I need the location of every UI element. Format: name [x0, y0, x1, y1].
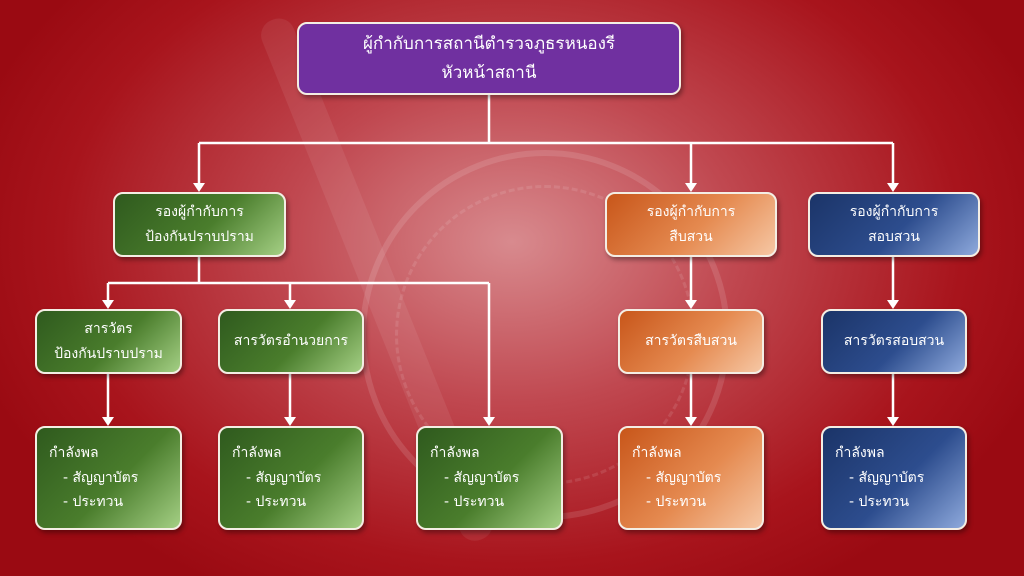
arrowhead: [284, 417, 296, 426]
box-line: สารวัตรอำนวยการ: [233, 333, 349, 350]
personnel-noncommissioned: - ประทวน: [246, 494, 307, 511]
personnel-box: กำลังพล - สัญญาบัตร - ประทวน: [416, 426, 563, 530]
personnel-title: กำลังพล: [430, 445, 480, 462]
inspector-investigation-box: สารวัตรสืบสวน: [618, 309, 764, 374]
arrowhead: [685, 300, 697, 309]
personnel-box: กำลังพล - สัญญาบัตร - ประทวน: [218, 426, 364, 530]
connector-top-trunk: [199, 95, 893, 145]
personnel-title: กำลังพล: [232, 445, 282, 462]
connector-prevention-branch: [106, 257, 491, 418]
personnel-officers: - สัญญาบัตร: [63, 469, 139, 486]
personnel-title: กำลังพล: [835, 445, 885, 462]
connector-to-deputies: [197, 143, 895, 184]
box-line: รองผู้กำกับการ: [155, 204, 244, 220]
arrowhead: [193, 183, 205, 192]
personnel-officers: - สัญญาบัตร: [246, 469, 322, 486]
deputy-investigation-box: รองผู้กำกับการ สืบสวน: [605, 192, 777, 257]
personnel-box: กำลังพล - สัญญาบัตร - ประทวน: [35, 426, 182, 530]
personnel-officers: - สัญญาบัตร: [849, 469, 925, 486]
arrowhead: [887, 183, 899, 192]
arrowhead: [685, 183, 697, 192]
personnel-officers: - สัญญาบัตร: [646, 469, 722, 486]
arrowhead: [887, 417, 899, 426]
box-line: สารวัตรสืบสวน: [645, 333, 737, 350]
box-title: ผู้กำกับการสถานีตำรวจภูธรหนองรี: [362, 33, 616, 54]
personnel-title: กำลังพล: [49, 445, 99, 462]
connector-inspector-to-personnel: [106, 374, 895, 418]
arrowhead: [685, 417, 697, 426]
box-line: ป้องกันปราบปราม: [54, 345, 163, 362]
personnel-noncommissioned: - ประทวน: [849, 494, 910, 511]
personnel-box: กำลังพล - สัญญาบัตร - ประทวน: [821, 426, 967, 530]
personnel-noncommissioned: - ประทวน: [646, 494, 707, 511]
box-line: สารวัตรสอบสวน: [843, 333, 945, 350]
box-line: สอบสวน: [868, 228, 920, 245]
arrowhead: [483, 417, 495, 426]
arrowhead: [102, 417, 114, 426]
personnel-noncommissioned: - ประทวน: [444, 494, 505, 511]
personnel-box: กำลังพล - สัญญาบัตร - ประทวน: [618, 426, 764, 530]
personnel-title: กำลังพล: [632, 445, 682, 462]
inspector-administration-box: สารวัตรอำนวยการ: [218, 309, 364, 374]
deputy-prevention-box: รองผู้กำกับการ ป้องกันปราบปราม: [113, 192, 286, 257]
arrowhead: [102, 300, 114, 309]
connector-deputy-to-inspector: [689, 257, 895, 301]
box-line: สารวัตร: [84, 321, 133, 337]
personnel-noncommissioned: - ประทวน: [63, 494, 124, 511]
arrowhead: [887, 300, 899, 309]
box-line: รองผู้กำกับการ: [646, 204, 736, 220]
inspector-inquiry-box: สารวัตรสอบสวน: [821, 309, 967, 374]
personnel-officers: - สัญญาบัตร: [444, 469, 520, 486]
deputy-inquiry-box: รองผู้กำกับการ สอบสวน: [808, 192, 980, 257]
box-line: ป้องกันปราบปราม: [145, 228, 254, 245]
station-superintendent-box: ผู้กำกับการสถานีตำรวจภูธรหนองรี หัวหน้าส…: [297, 22, 681, 95]
arrowhead: [284, 300, 296, 309]
box-line: รองผู้กำกับการ: [849, 204, 939, 220]
box-line: สืบสวน: [669, 228, 713, 245]
inspector-prevention-box: สารวัตร ป้องกันปราบปราม: [35, 309, 182, 374]
box-subtitle: หัวหน้าสถานี: [441, 62, 537, 83]
